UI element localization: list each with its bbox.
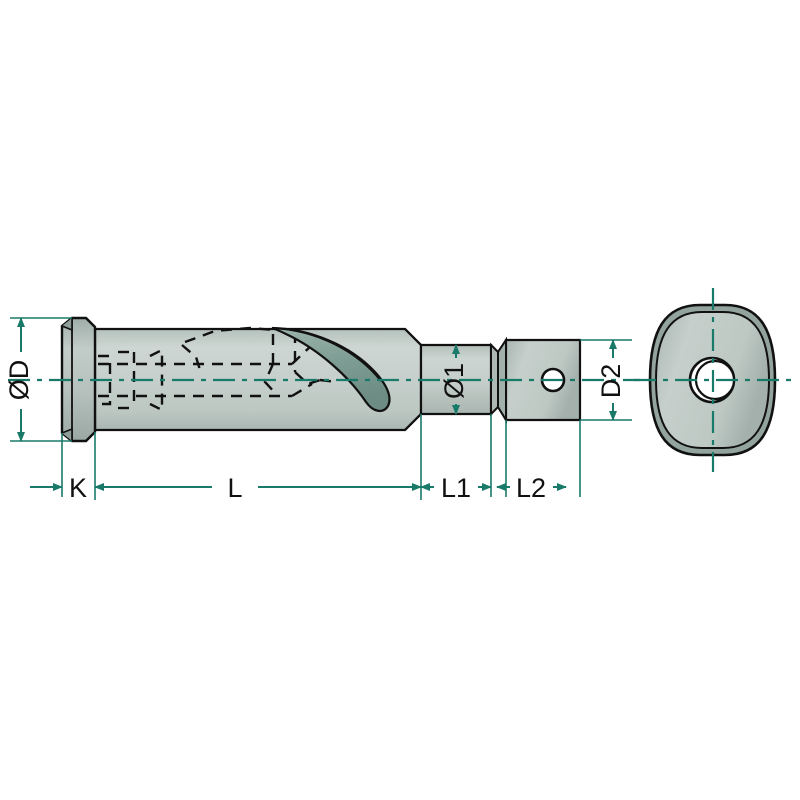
dimension-label-l1: L1 (441, 473, 471, 503)
groove-body (271, 326, 391, 412)
groove-hidden-arc-top (184, 326, 275, 344)
bore-exit-edge (294, 371, 321, 386)
dimension-length-l1: L1 (420, 473, 492, 503)
side-elevation-view (8, 316, 640, 443)
dimension-label-k: K (69, 473, 87, 503)
dimension-label-l2: L2 (516, 473, 546, 503)
flange-bottom-facet (61, 427, 73, 441)
bore-end-face (98, 354, 112, 406)
dimension-label-l: L (227, 473, 242, 503)
helical-groove (271, 326, 391, 412)
flange-top-facet (61, 318, 73, 332)
dimension-annotations: ØD Ø1 D2 K (4, 317, 632, 503)
dimension-length-l2: L2 (496, 473, 567, 503)
bore-taper-bottom (291, 382, 313, 398)
dimension-length-l: L (94, 473, 422, 503)
groove-upper-edge (271, 327, 382, 382)
dimension-diameter-2: D2 (580, 339, 632, 421)
dimension-length-k: K (30, 473, 87, 503)
dimension-label-diameter-2: D2 (596, 364, 626, 399)
dimension-diameter-d: ØD (4, 317, 72, 442)
bore-notch (263, 363, 279, 397)
dimension-diameter-1: Ø1 (439, 344, 469, 415)
dimension-label-diameter-d: ØD (4, 360, 34, 401)
end-view (634, 288, 795, 472)
groove-hidden-arc-end (181, 344, 202, 371)
dimension-label-diameter-1: Ø1 (439, 363, 469, 399)
